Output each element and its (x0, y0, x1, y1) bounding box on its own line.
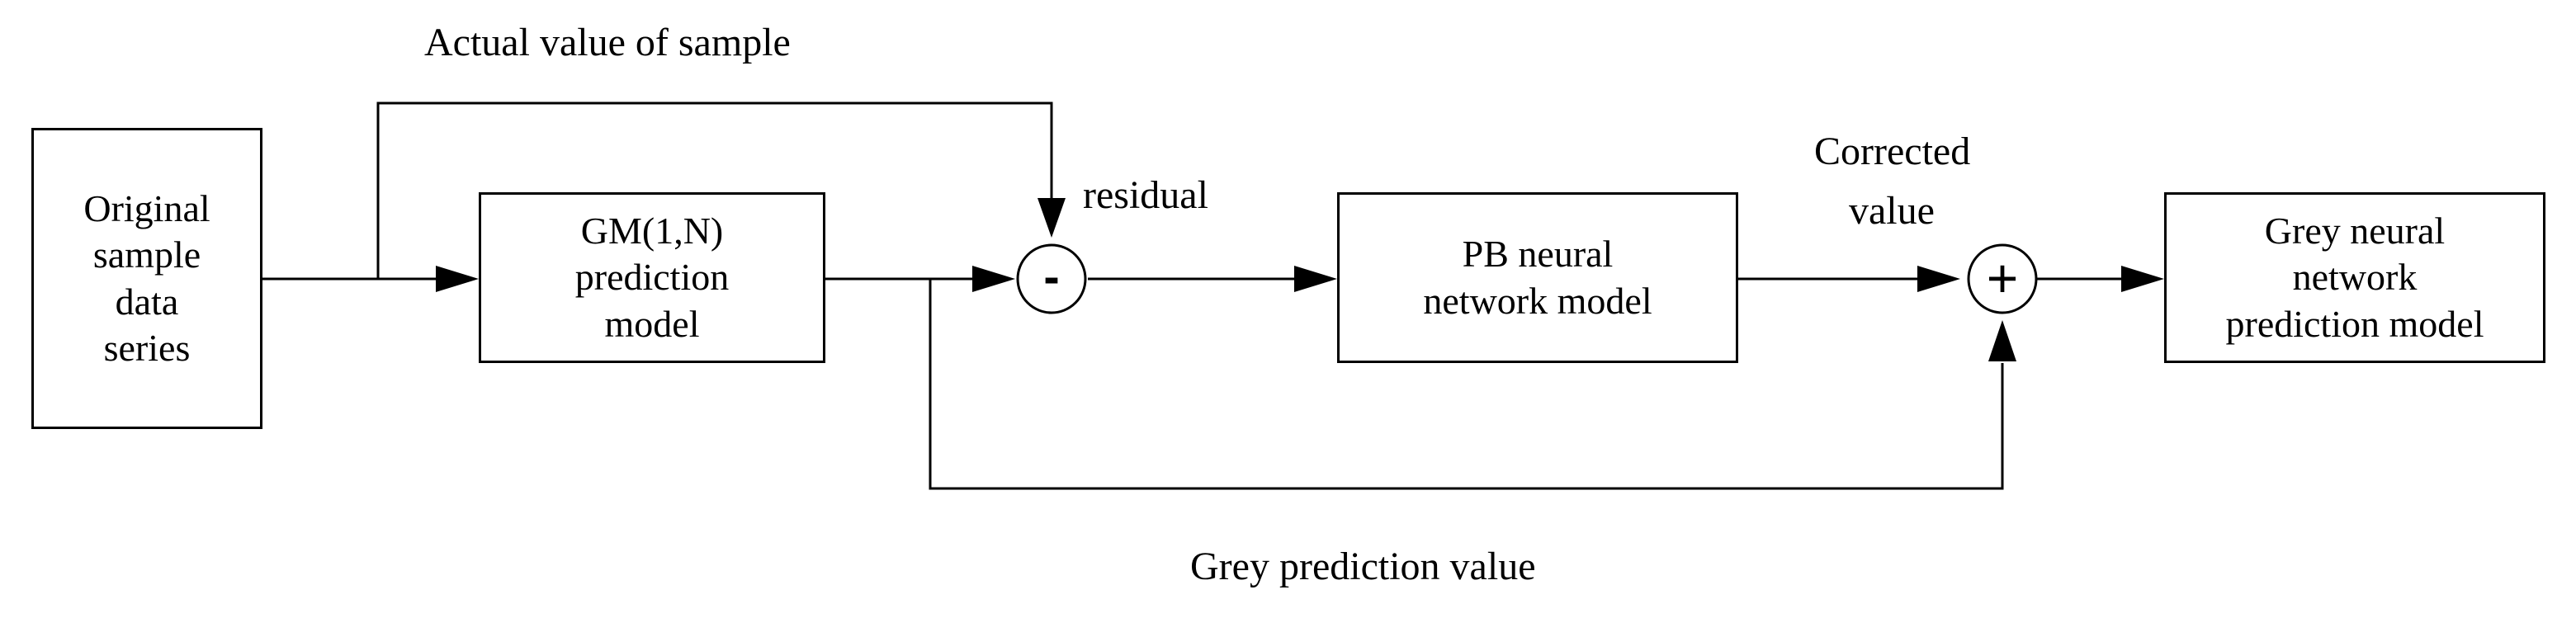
pb-model-box: PB neural network model (1337, 192, 1738, 363)
grey-prediction-label: Grey prediction value (1190, 545, 1536, 588)
arrow-to-greynn-icon (2121, 266, 2164, 292)
minus-symbol: - (1043, 250, 1059, 304)
greynn-line-3: prediction model (2225, 302, 2484, 345)
gm-line-2: prediction (574, 256, 730, 299)
pb-line-2: network model (1423, 279, 1652, 322)
arrow-to-gm-icon (436, 266, 479, 292)
arrow-to-plus-bottom-icon (1988, 320, 2016, 361)
arrow-to-pb-icon (1294, 266, 1337, 292)
line-grey-prediction (929, 279, 2004, 490)
minus-node (1016, 243, 1087, 314)
arrow-to-minus-icon (972, 266, 1015, 292)
gm-model-box: GM(1,N) prediction model (479, 192, 825, 363)
plus-node (1967, 243, 2038, 314)
actual-value-label: Actual value of sample (424, 21, 791, 64)
residual-label: residual (1083, 173, 1208, 217)
original-line-1: Original (83, 187, 210, 230)
arrow-to-plus-icon (1917, 266, 1960, 292)
pb-line-1: PB neural (1462, 233, 1614, 276)
line-actual-value (376, 101, 1053, 279)
plus-symbol: + (1987, 248, 2019, 309)
greynn-line-1: Grey neural (2264, 210, 2446, 252)
corrected-label-2: value (1849, 189, 1935, 233)
greynn-line-2: network (2292, 256, 2418, 299)
original-line-2: sample (92, 234, 201, 276)
gm-line-1: GM(1,N) (580, 210, 724, 252)
original-line-3: data (115, 280, 179, 323)
arrow-to-minus-top-icon (1037, 198, 1066, 238)
gm-line-3: model (604, 302, 700, 345)
grey-nn-box: Grey neural network prediction model (2164, 192, 2545, 363)
corrected-label-1: Corrected (1814, 130, 1971, 173)
original-data-box: Original sample data series (31, 128, 262, 429)
original-line-4: series (103, 326, 191, 369)
